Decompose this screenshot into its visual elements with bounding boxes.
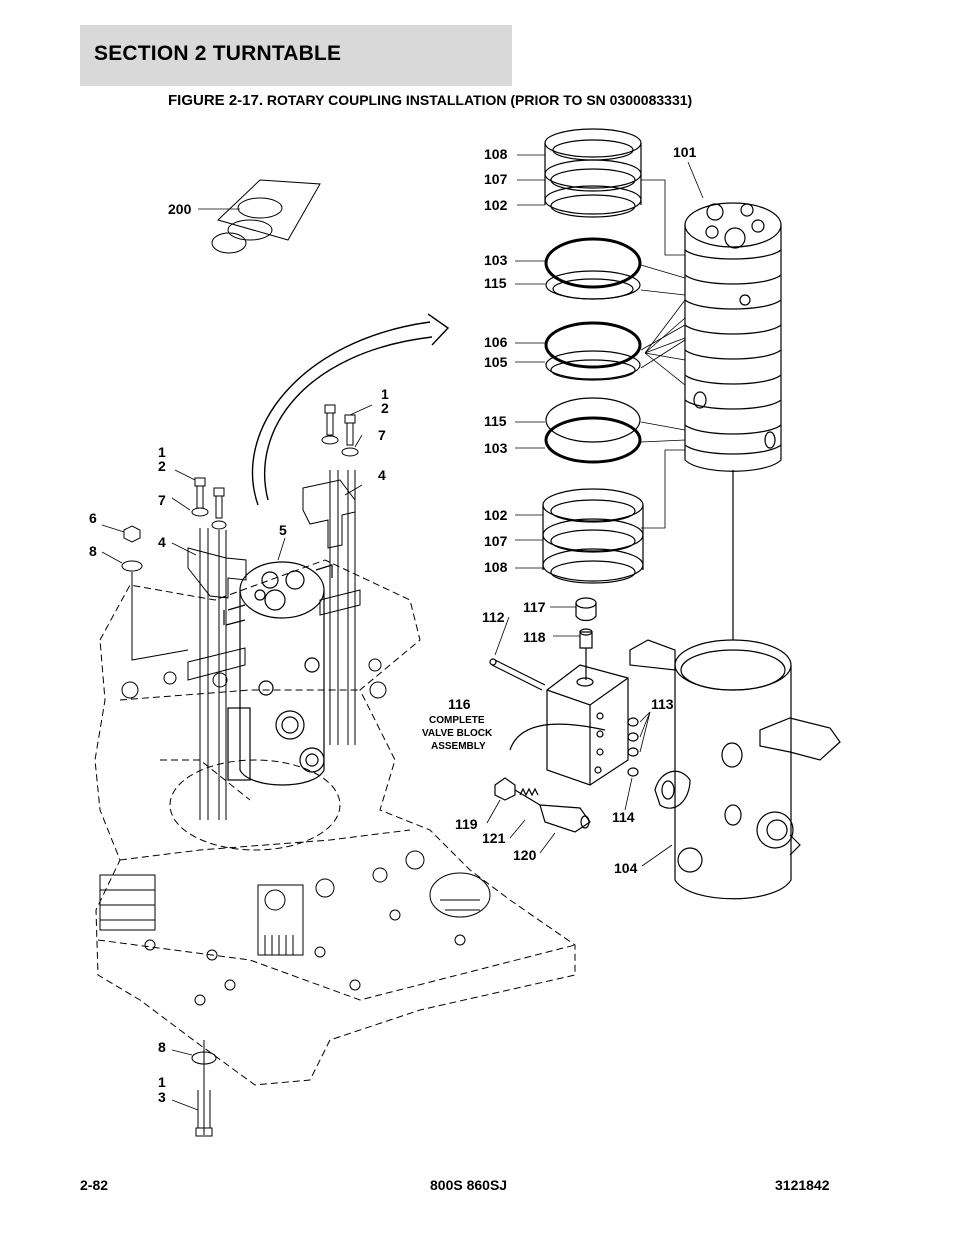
callout-6: 6 <box>89 510 97 526</box>
callout-3: 3 <box>158 1089 166 1105</box>
callout-1-bottom: 1 <box>158 1074 166 1090</box>
callout-108-bottom: 108 <box>484 559 508 575</box>
right-bolts <box>302 404 361 745</box>
callout-105: 105 <box>484 354 508 370</box>
callout-8-top: 8 <box>89 543 97 559</box>
valve-block-note-line3: ASSEMBLY <box>431 741 486 752</box>
housing-104 <box>629 639 841 900</box>
callout-119: 119 <box>455 816 478 832</box>
callout-7-right: 7 <box>378 427 386 443</box>
callout-2-left: 2 <box>158 458 166 474</box>
valve-block-note-line1: COMPLETE <box>429 715 485 726</box>
valve-block-116 <box>489 597 639 833</box>
callout-103-top: 103 <box>484 252 508 268</box>
footer-model: 800S 860SJ <box>430 1177 508 1193</box>
callout-107-top: 107 <box>484 171 508 187</box>
callout-labels: 108 107 102 101 200 103 115 106 105 115 … <box>89 144 697 1105</box>
section-title: SECTION 2 TURNTABLE <box>94 42 342 65</box>
callout-200: 200 <box>168 201 192 217</box>
callout-118: 118 <box>523 629 546 645</box>
callout-112: 112 <box>482 609 505 625</box>
plate-bolts <box>121 658 466 1006</box>
callout-2-right: 2 <box>381 400 389 416</box>
gear-segments <box>99 872 491 956</box>
left-bolts <box>121 477 247 1137</box>
callout-103-bottom: 103 <box>484 440 508 456</box>
callout-120: 120 <box>513 847 537 863</box>
callout-116: 116 <box>448 696 471 712</box>
callout-108-top: 108 <box>484 146 508 162</box>
callout-114: 114 <box>612 809 635 825</box>
footer-page-number: 2-82 <box>80 1177 109 1193</box>
callout-4-left: 4 <box>158 534 166 550</box>
callout-104: 104 <box>614 860 638 876</box>
callout-115-bottom: 115 <box>484 413 507 429</box>
figure-caption: ROTARY COUPLING INSTALLATION (PRIOR TO S… <box>266 92 693 108</box>
callout-8-bottom: 8 <box>158 1039 166 1055</box>
callout-1-left: 1 <box>158 444 166 460</box>
callout-101: 101 <box>673 144 697 160</box>
leader-lines <box>101 154 704 1111</box>
rotary-coupling-101 <box>684 202 782 640</box>
callout-7-left: 7 <box>158 492 166 508</box>
seal-stack <box>542 128 644 584</box>
installed-coupling <box>223 561 333 786</box>
callout-107-bottom: 107 <box>484 533 508 549</box>
callout-106: 106 <box>484 334 508 350</box>
footer-doc-number: 3121842 <box>775 1177 830 1193</box>
callout-117: 117 <box>523 599 546 615</box>
figure-number: FIGURE 2-17. <box>168 92 264 109</box>
callout-115-top: 115 <box>484 275 507 291</box>
curved-arrow <box>251 313 450 506</box>
callout-1-right: 1 <box>381 386 389 402</box>
callout-113: 113 <box>651 696 674 712</box>
callout-5: 5 <box>279 522 287 538</box>
seal-kit-200 <box>211 179 321 254</box>
section-header: SECTION 2 TURNTABLE <box>80 25 512 86</box>
callout-102-top: 102 <box>484 197 508 213</box>
turntable-plate <box>94 559 576 1086</box>
figure-title: FIGURE 2-17. ROTARY COUPLING INSTALLATIO… <box>168 92 692 109</box>
valve-block-note-line2: VALVE BLOCK <box>422 728 493 739</box>
callout-121: 121 <box>482 830 506 846</box>
callout-4-right: 4 <box>378 467 386 483</box>
callout-102-bottom: 102 <box>484 507 508 523</box>
